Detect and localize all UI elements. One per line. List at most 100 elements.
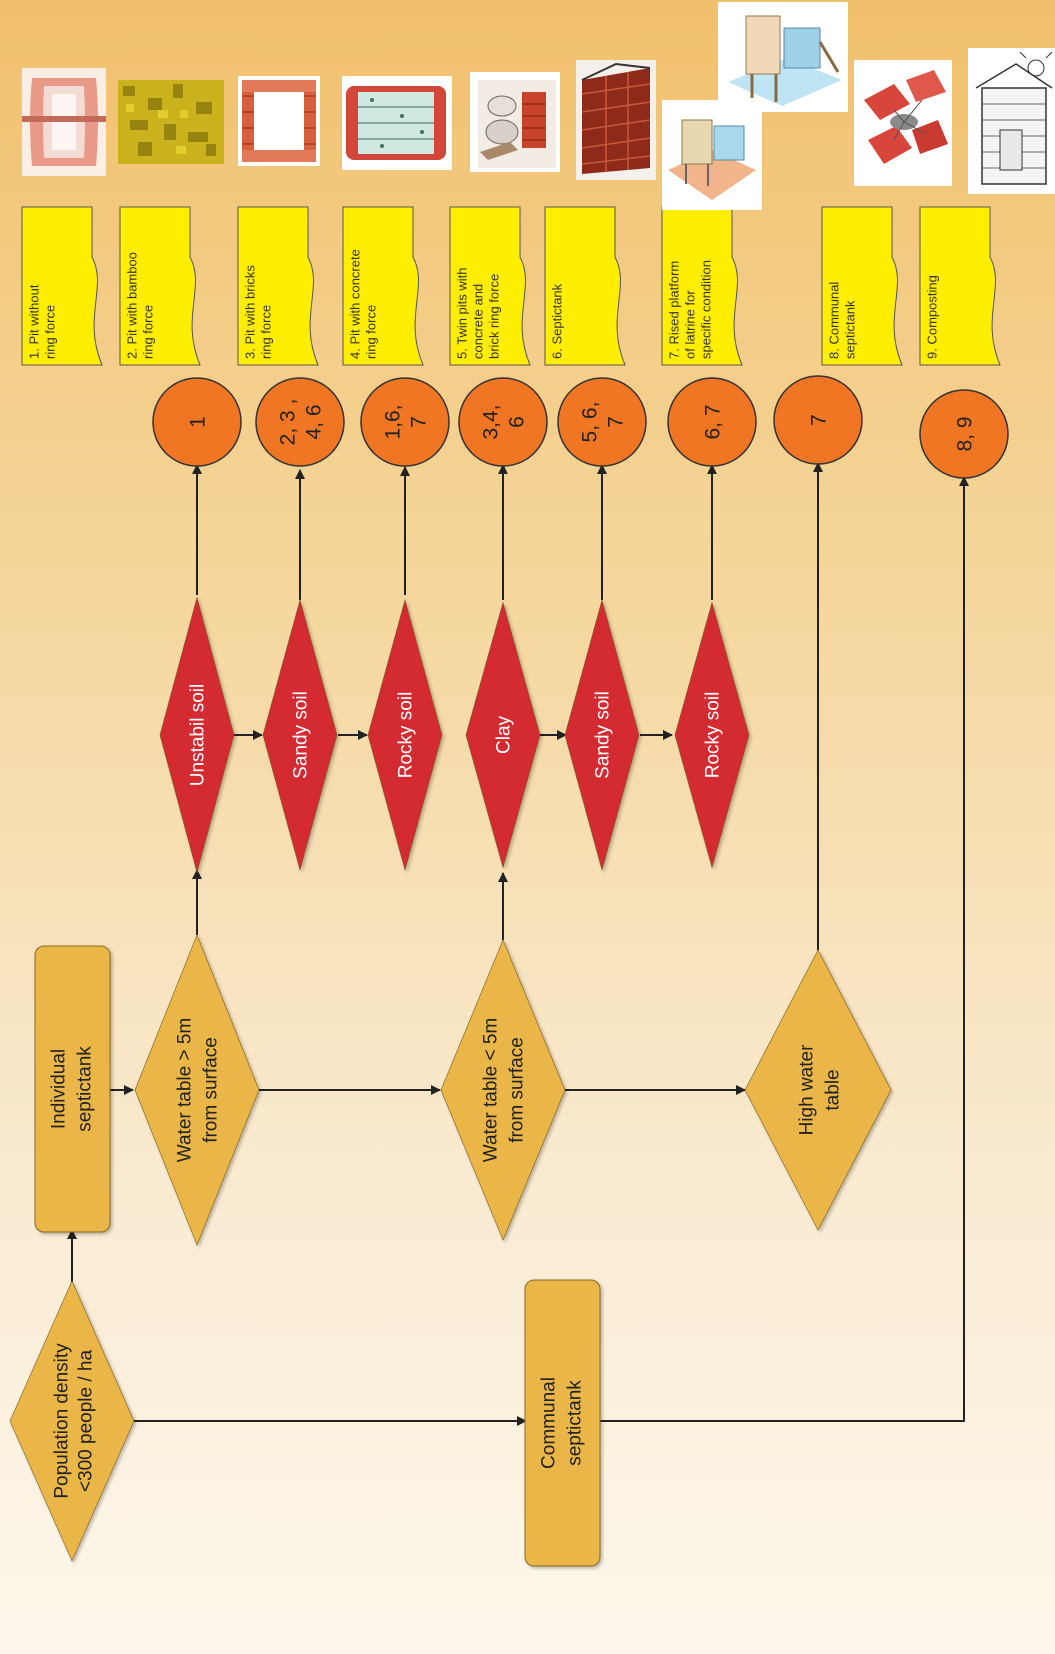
soil-decision-lower-2 <box>564 598 640 872</box>
result-label-5: 5, 6,7 <box>579 402 628 443</box>
raised-platform-illustration <box>662 100 762 210</box>
option-card-2 <box>119 206 201 366</box>
soil-label-lower-text: Clay <box>494 715 515 754</box>
soil-decision-upper-2 <box>262 598 338 872</box>
result-label-4-line: 3,4, <box>480 404 503 439</box>
soil-label-upper-1-line: Unstabil soil <box>188 684 209 786</box>
soil-label-lower-1: Clay <box>494 715 515 754</box>
option-label-line: specific condition <box>699 260 714 359</box>
concrete-ring-illustration <box>342 76 452 170</box>
result-circle-4 <box>458 377 548 467</box>
option-label-line: 7. Rised platform <box>667 261 682 359</box>
soil-label-lower-2: Sandy soil <box>593 691 614 779</box>
result-label-2: 2, 3 ,4, 6 <box>277 399 326 446</box>
result-label-2-line: 2, 3 , <box>277 399 300 446</box>
soil-label-upper-2: Sandy soil <box>291 691 312 779</box>
option-card-8 <box>821 206 903 366</box>
composting-toilet-illustration <box>968 48 1055 194</box>
result-label-3: 1,6,7 <box>382 404 431 439</box>
result-label-3-line: 7 <box>408 416 431 428</box>
high-water-table-label-line: table <box>823 1069 844 1110</box>
result-label-1: 1 <box>187 416 210 428</box>
result-label-5-line: 5, 6, <box>579 402 602 443</box>
water-table-low-label-line: from surface <box>507 1037 528 1143</box>
brick-ring-illustration <box>238 76 320 166</box>
soil-decision-lower-1 <box>465 601 541 869</box>
result-label-6: 6, 7 <box>702 404 725 439</box>
individual-septictank-box <box>34 945 111 1233</box>
result-label-7: 7 <box>808 414 831 426</box>
water-table-low-label-line: Water table < 5m <box>481 1018 502 1163</box>
population-density-label-line: Population density <box>52 1343 73 1499</box>
raised-platform-illustration <box>718 2 848 112</box>
result-label-4: 3,4,6 <box>480 404 529 439</box>
population-density-label-line: <300 people / ha <box>76 1350 97 1493</box>
communal-septictank-label-line: Communal <box>539 1377 560 1469</box>
soil-label-lower-3: Rocky soil <box>703 692 724 779</box>
option-label-line: 8. Communal <box>827 282 842 359</box>
option-label-9: 9. Composting <box>925 275 940 359</box>
bamboo-ring-illustration <box>118 80 224 164</box>
result-circle-3 <box>360 377 450 467</box>
option-label-line: 1. Pit without <box>27 284 42 359</box>
twin-pits-illustration <box>470 72 560 172</box>
option-card-9 <box>919 206 1001 366</box>
soil-label-lower-text: Sandy soil <box>593 691 614 779</box>
result-label-6-line: 6, 7 <box>702 404 725 439</box>
result-label-3-line: 1,6, <box>382 404 405 439</box>
result-label-1-line: 1 <box>187 416 210 428</box>
connector-lines <box>67 462 969 1426</box>
option-card-3 <box>237 206 319 366</box>
water-table-low-decision <box>440 939 566 1241</box>
option-label-line: ring force <box>43 305 58 359</box>
result-label-8-line: 8, 9 <box>954 416 977 451</box>
water-table-high-label-line: Water table > 5m <box>175 1018 196 1163</box>
result-label-5-line: 7 <box>605 416 628 428</box>
option-card-4 <box>342 206 424 366</box>
result-circle-8 <box>919 389 1009 479</box>
high-water-table-label-line: High water <box>797 1044 818 1135</box>
option-label-line: 9. Composting <box>925 275 940 359</box>
option-label-line: 4. Pit with concrete <box>348 249 363 359</box>
result-circle-1 <box>152 377 242 467</box>
option-label-line: ring force <box>141 305 156 359</box>
individual-septictank-label-line: septictank <box>75 1046 96 1132</box>
soil-label-upper-3: Rocky soil <box>396 692 417 779</box>
communal-septic-illustration <box>854 60 952 186</box>
option-card-6 <box>544 206 626 366</box>
population-density-label: Population density<300 people / ha <box>52 1343 97 1499</box>
option-label-line: brick ring force <box>487 274 502 359</box>
soil-decision-upper-1 <box>159 596 235 874</box>
pit-without-ring-illustration <box>22 68 106 176</box>
result-circle-2 <box>255 377 345 467</box>
option-card-1 <box>21 206 103 366</box>
septic-tank-illustration <box>576 60 656 180</box>
soil-label-upper-3-line: Rocky soil <box>396 692 417 779</box>
water-table-high-label-line: from surface <box>201 1037 222 1143</box>
arrow-to-result-8 <box>600 476 969 1422</box>
option-label-line: of latrine for <box>683 290 698 359</box>
result-circle-7 <box>773 375 863 465</box>
soil-decision-upper-3 <box>367 598 443 872</box>
option-label-line: 2. Pit with bamboo <box>125 252 140 359</box>
option-label-line: ring force <box>364 305 379 359</box>
result-circle-5 <box>557 377 647 467</box>
soil-label-lower-text: Rocky soil <box>703 692 724 779</box>
option-card-5 <box>449 206 531 366</box>
population-density-decision <box>9 1280 135 1562</box>
communal-septictank-box <box>524 1279 601 1567</box>
communal-septictank-label-line: septictank <box>565 1380 586 1466</box>
